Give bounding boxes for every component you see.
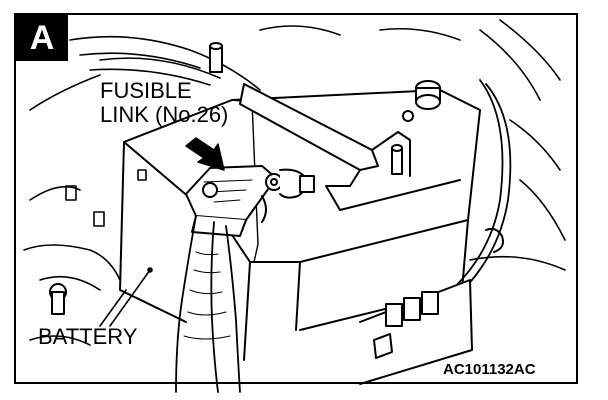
background-clutter	[23, 19, 566, 346]
reference-code: AC101132AC	[443, 361, 536, 378]
callout-fusible-link-line-2: LINK (No.26)	[100, 102, 229, 127]
battery-cables	[175, 79, 512, 393]
terminal-posts	[49, 42, 441, 315]
pointer-arrow	[185, 137, 225, 171]
hold-down-bracket	[239, 83, 461, 211]
relay-box	[359, 227, 504, 385]
battery-label: BATTERY	[38, 324, 138, 349]
panel-tag: A	[16, 15, 68, 61]
fusible-link-block	[185, 165, 315, 237]
callout-fusible-link-line-1: FUSIBLE	[100, 78, 192, 103]
figure-border	[14, 13, 578, 384]
battery-leader-lines	[99, 267, 153, 327]
